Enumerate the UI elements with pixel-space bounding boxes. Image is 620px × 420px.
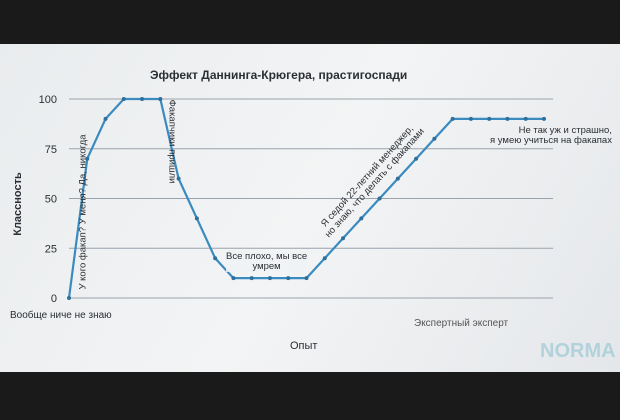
data-point: [505, 116, 510, 121]
annotation-bottom-line1: Все плохо, мы все: [226, 251, 308, 262]
data-point: [487, 116, 492, 121]
data-point: [542, 116, 546, 121]
y-tick-label: 75: [45, 144, 57, 156]
annotation-start: Вообще ниче не знаю: [10, 310, 112, 321]
data-point: [158, 97, 163, 101]
annotation-plateau-line1: Не так уж и страшно,: [518, 125, 612, 136]
data-point: [377, 196, 382, 201]
data-point: [67, 296, 71, 300]
data-point: [231, 276, 236, 281]
x-axis-label: Опыт: [290, 340, 318, 352]
data-point: [523, 116, 528, 121]
data-point: [468, 116, 473, 121]
y-tick-label: 50: [45, 194, 57, 206]
annotation-plateau: Не так уж и страшно, я умею учиться на ф…: [490, 126, 612, 146]
annotation-fall: Факапчики пришли: [166, 99, 178, 184]
data-point: [432, 136, 437, 141]
data-point: [322, 256, 327, 261]
y-tick-label: 100: [39, 94, 57, 106]
data-point: [121, 97, 126, 101]
annotation-bottom-line2: умрем: [252, 261, 281, 272]
data-point: [85, 156, 90, 161]
data-point: [304, 276, 309, 281]
data-point: [286, 276, 291, 281]
annotation-rise: У кого факап? У меня? Да, никогда: [77, 134, 89, 290]
data-point: [249, 276, 254, 281]
data-point: [414, 156, 419, 161]
data-point: [267, 276, 272, 281]
y-tick-label: 0: [51, 293, 57, 305]
y-axis-label: Классность: [11, 172, 24, 236]
annotation-bottom: Все плохо, мы все умрем: [226, 251, 308, 272]
screen: 0 25 50 75 100 Эффект Даннинга-Крюгера, прас…: [0, 44, 620, 372]
chart-title: Эффект Даннинга-Крюгера, прастигоспади: [150, 68, 408, 82]
data-point: [194, 216, 199, 221]
annotation-expert: Экспертный эксперт: [414, 318, 509, 329]
watermark: NORMA: [540, 340, 616, 362]
data-point: [359, 216, 364, 221]
data-point: [213, 256, 218, 261]
data-point: [140, 97, 145, 101]
annotation-plateau-line2: я умею учиться на факапах: [490, 135, 612, 146]
data-point: [341, 236, 346, 241]
data-point: [103, 116, 108, 121]
data-point: [450, 116, 455, 121]
data-point: [176, 176, 181, 181]
chart: 0 25 50 75 100: [39, 94, 553, 305]
data-point: [395, 176, 400, 181]
y-tick-label: 25: [45, 243, 57, 255]
